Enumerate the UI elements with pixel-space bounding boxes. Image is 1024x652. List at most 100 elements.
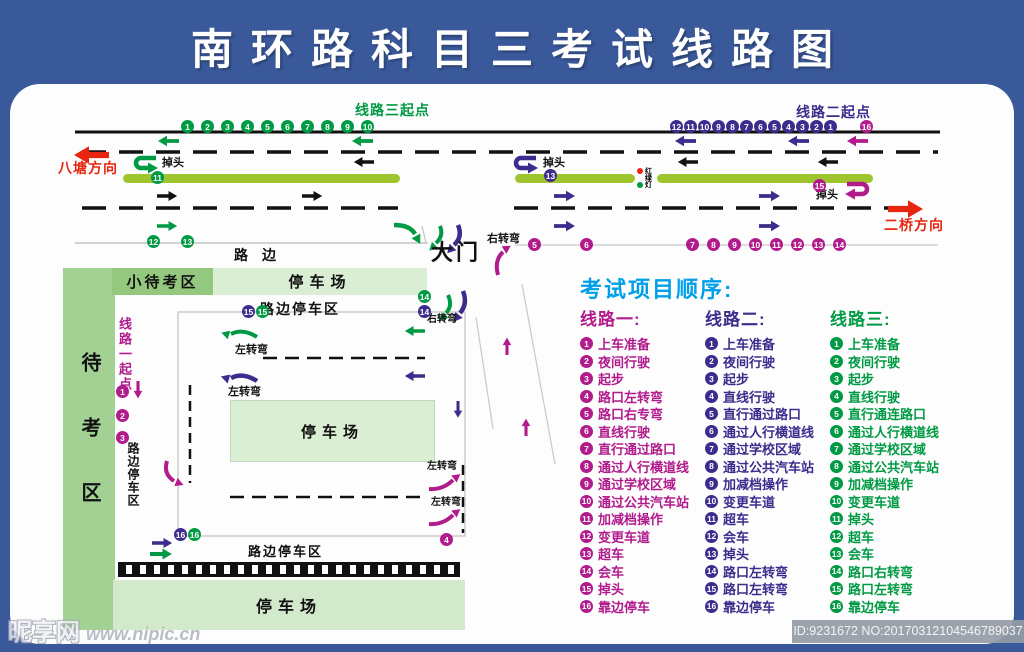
route-point-badge: 2 (116, 409, 129, 422)
u-turn-label: 掉头 (816, 189, 838, 201)
route1-u-turn-arrow (845, 184, 867, 200)
traffic-light-legend: 红 绿 灯 (637, 167, 654, 189)
route2-header: 线路二: (705, 310, 766, 329)
route1-start-label: 线路一起点 (117, 317, 132, 392)
item-label: 直行通连路口 (848, 407, 927, 423)
item-number-badge: 16 (705, 599, 718, 613)
route-point-badge: 6 (281, 120, 294, 133)
exam-item: 13 会车 (830, 545, 939, 563)
exam-item: 1 上车准备 (705, 335, 814, 353)
right-turn-label: 右转弯 (487, 233, 520, 245)
route-point-badge: 15 (813, 179, 826, 192)
route2-field-entry-arrow (458, 290, 468, 315)
railroad-crossing-strip (118, 562, 460, 577)
waiting-area-label: 待考区 (78, 351, 100, 547)
exam-route1-column: 线路一: 1 上车准备 2 夜间行驶 3 起步 4 路口左转弯 5 路口右专弯 (580, 305, 705, 615)
item-label: 掉头 (848, 512, 875, 528)
site-watermark: 昵享网 www.nipic.cn (8, 612, 200, 647)
item-label: 上车准备 (848, 337, 901, 353)
route-point-badge: 11 (770, 238, 783, 251)
item-number-badge: 5 (580, 407, 593, 421)
item-label: 加减档操作 (723, 477, 789, 493)
route-point-badge: 8 (726, 120, 739, 133)
item-label: 通过人行横道线 (598, 459, 690, 475)
route-point-badge: 14 (418, 305, 431, 318)
traffic-light-char: 灯 (645, 181, 652, 189)
median-strips (123, 174, 873, 183)
left-turn-label: 左转弯 (228, 386, 261, 398)
item-label: 变更车道 (848, 494, 901, 510)
item-number-badge: 15 (830, 582, 843, 596)
item-label: 通过公共汽车站 (723, 459, 815, 475)
item-label: 掉头 (723, 547, 750, 563)
item-label: 超车 (723, 512, 750, 528)
item-number-badge: 12 (830, 529, 843, 543)
exam-item: 2 夜间行驶 (830, 353, 939, 371)
item-label: 起步 (723, 372, 750, 388)
item-number-badge: 9 (580, 477, 593, 491)
item-number-badge: 3 (830, 372, 843, 386)
exam-item: 9 加减档操作 (705, 475, 814, 493)
item-label: 路口左转弯 (723, 564, 789, 580)
item-label: 直线行驶 (598, 424, 651, 440)
route3-left-arrow (352, 135, 373, 147)
route-point-badge: 9 (341, 120, 354, 133)
gateway-up-arrow (502, 337, 512, 355)
route1-items: 1 上车准备 2 夜间行驶 3 起步 4 路口左转弯 5 路口右专弯 6 直线行… (580, 335, 689, 615)
left-turn-arrow (428, 513, 455, 527)
route3-start-label: 线路三起点 (355, 102, 430, 118)
route2-left-arrow (788, 135, 809, 147)
exam-item: 2 夜间行驶 (580, 353, 689, 371)
item-label: 夜间行驶 (723, 354, 776, 370)
route3-header: 线路三: (830, 310, 891, 329)
exam-item: 6 通过人行横道线 (705, 423, 814, 441)
lane4-arrows (157, 220, 780, 247)
traffic-left-arrow (353, 156, 374, 168)
test-field-lines (177, 311, 466, 537)
item-number-badge: 4 (705, 389, 718, 403)
item-label: 起步 (848, 372, 875, 388)
item-label: 掉头 (598, 582, 625, 598)
item-label: 上车准备 (723, 337, 776, 353)
route-point-badge: 16 (188, 528, 201, 541)
route3-field-entry-arrow (444, 294, 453, 315)
route-point-badge: 14 (833, 238, 846, 251)
watermark-url: www.nipic.cn (86, 624, 201, 644)
item-number-badge: 1 (830, 337, 843, 351)
route-point-badge: 7 (740, 120, 753, 133)
item-number-badge: 14 (580, 564, 593, 578)
route-point-badge: 14 (418, 290, 431, 303)
u-turn-label: 掉头 (162, 157, 184, 169)
item-number-badge: 6 (705, 424, 718, 438)
right-turn-label: 右转弯 (427, 314, 457, 325)
route-point-badge: 3 (221, 120, 234, 133)
waiting-area-band: 待考区 (63, 268, 115, 630)
item-number-badge: 5 (830, 407, 843, 421)
watermark-logo: 昵享网 (8, 619, 80, 646)
item-number-badge: 7 (580, 442, 593, 456)
route3-left-arrow (158, 135, 179, 147)
route3-items: 1 上车准备 2 夜间行驶 3 起步 4 直线行驶 5 直行通连路口 6 通过人… (830, 335, 939, 615)
route-point-badge: 11 (684, 120, 697, 133)
route-point-badge: 6 (580, 238, 593, 251)
route-point-badge: 1 (116, 385, 129, 398)
exam-item: 10 变更车道 (705, 493, 814, 511)
route-point-badge: 6 (754, 120, 767, 133)
field-arrows (133, 325, 464, 560)
exam-item: 13 超车 (580, 545, 689, 563)
exam-item: 1 上车准备 (580, 335, 689, 353)
route1-left-arrow (847, 135, 868, 147)
exam-item: 4 直线行驶 (830, 388, 939, 406)
route-point-badge: 7 (301, 120, 314, 133)
route-point-badge: 8 (707, 238, 720, 251)
route1-header: 线路一: (580, 310, 641, 329)
roadside-parking-label: 路边停车区 (248, 544, 324, 559)
item-label: 会车 (598, 564, 625, 580)
item-label: 路口右转弯 (848, 564, 914, 580)
item-number-badge: 8 (580, 459, 593, 473)
traffic-left-arrow (677, 156, 698, 168)
route-point-badge: 7 (686, 238, 699, 251)
exam-item: 11 加减档操作 (580, 510, 689, 528)
item-label: 加减档操作 (598, 512, 664, 528)
item-label: 加减档操作 (848, 477, 914, 493)
